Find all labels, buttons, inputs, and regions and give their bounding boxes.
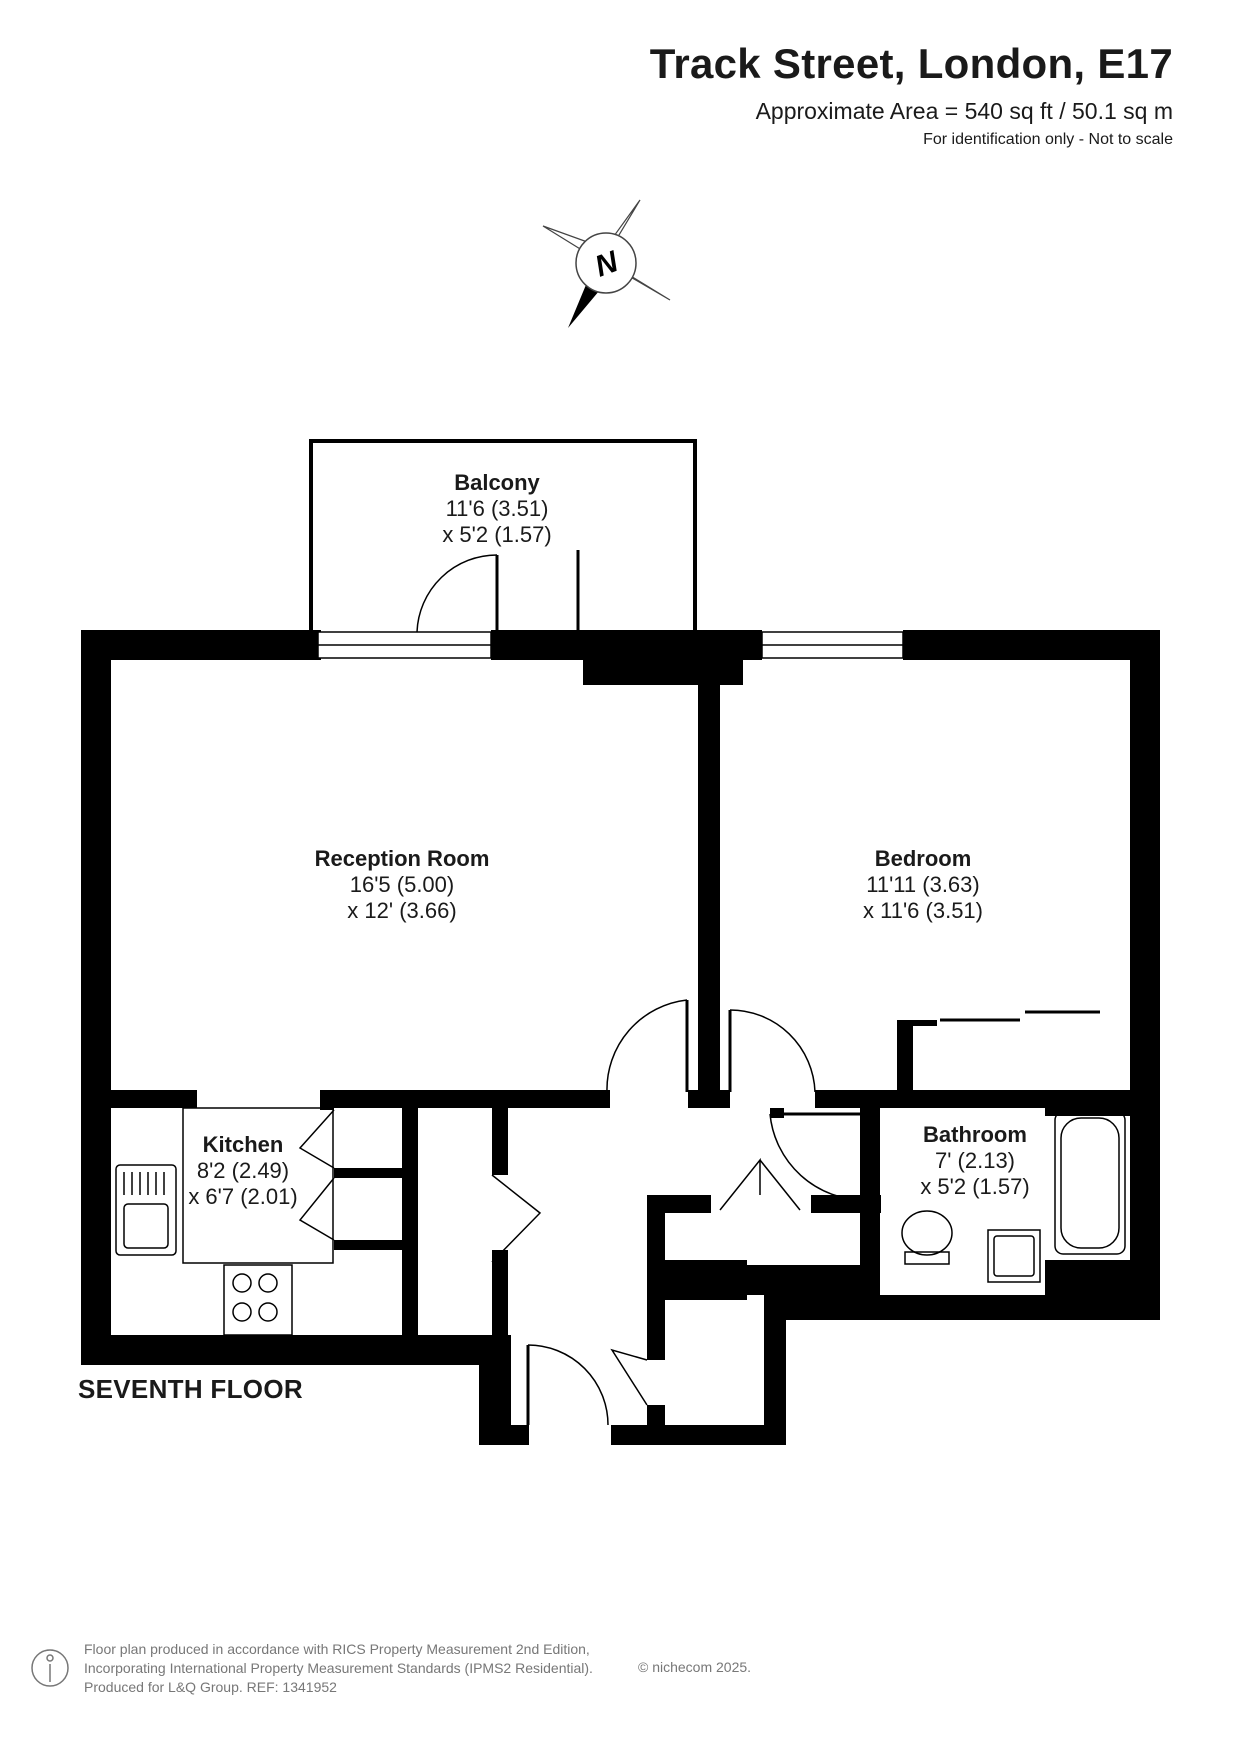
room-dimension: 11'6 (3.51)	[445, 496, 549, 521]
bathroom-fixtures	[901, 1111, 1126, 1283]
balcony-outline	[309, 439, 697, 632]
room-dimension: x 6'7 (2.01)	[188, 1184, 298, 1209]
room-dimension: 16'5 (5.00)	[349, 872, 455, 897]
copyright: © nichecom 2025.	[638, 1659, 752, 1675]
kitchen-fixtures	[115, 1107, 334, 1336]
header: Track Street, London, E17 Approximate Ar…	[650, 40, 1173, 149]
room-dimension: x 5'2 (1.57)	[920, 1174, 1030, 1199]
footer: Floor plan produced in accordance with R…	[84, 1640, 593, 1697]
room-dimension: 11'11 (3.63)	[866, 872, 980, 897]
doors	[298, 550, 1100, 1426]
room-dimension: x 11'6 (3.51)	[863, 898, 983, 923]
room-balcony: Balcony 11'6 (3.51) x 5'2 (1.57)	[442, 470, 551, 548]
room-name: Balcony	[454, 470, 540, 495]
footer-line: Floor plan produced in accordance with R…	[84, 1641, 590, 1657]
room-kitchen: Kitchen 8'2 (2.49) x 6'7 (2.01)	[188, 1132, 297, 1210]
footer-line: Produced for L&Q Group. REF: 1341952	[84, 1679, 337, 1695]
walls	[81, 630, 1160, 1445]
room-bathroom: Bathroom 7' (2.13) x 5'2 (1.57)	[920, 1122, 1029, 1200]
property-title: Track Street, London, E17	[649, 40, 1173, 87]
room-bedroom: Bedroom 11'11 (3.63) x 11'6 (3.51)	[863, 846, 983, 924]
room-name: Kitchen	[202, 1132, 284, 1157]
room-dimension: x 5'2 (1.57)	[442, 522, 552, 547]
room-name: Reception Room	[314, 846, 490, 871]
room-dimension: 8'2 (2.49)	[196, 1158, 290, 1183]
room-reception: Reception Room 16'5 (5.00) x 12' (3.66)	[315, 846, 490, 924]
room-dimension: x 12' (3.66)	[347, 898, 457, 923]
compass-icon: N	[542, 199, 671, 328]
scale-note: For identification only - Not to scale	[923, 131, 1173, 148]
windows	[317, 631, 904, 659]
footer-line: Incorporating International Property Mea…	[84, 1660, 593, 1676]
room-dimension: 7' (2.13)	[934, 1148, 1016, 1173]
room-name: Bedroom	[874, 846, 972, 871]
room-name: Bathroom	[923, 1122, 1027, 1147]
person-icon	[31, 1649, 69, 1687]
floor-label: SEVENTH FLOOR	[78, 1374, 303, 1404]
approximate-area: Approximate Area = 540 sq ft / 50.1 sq m	[755, 98, 1173, 124]
